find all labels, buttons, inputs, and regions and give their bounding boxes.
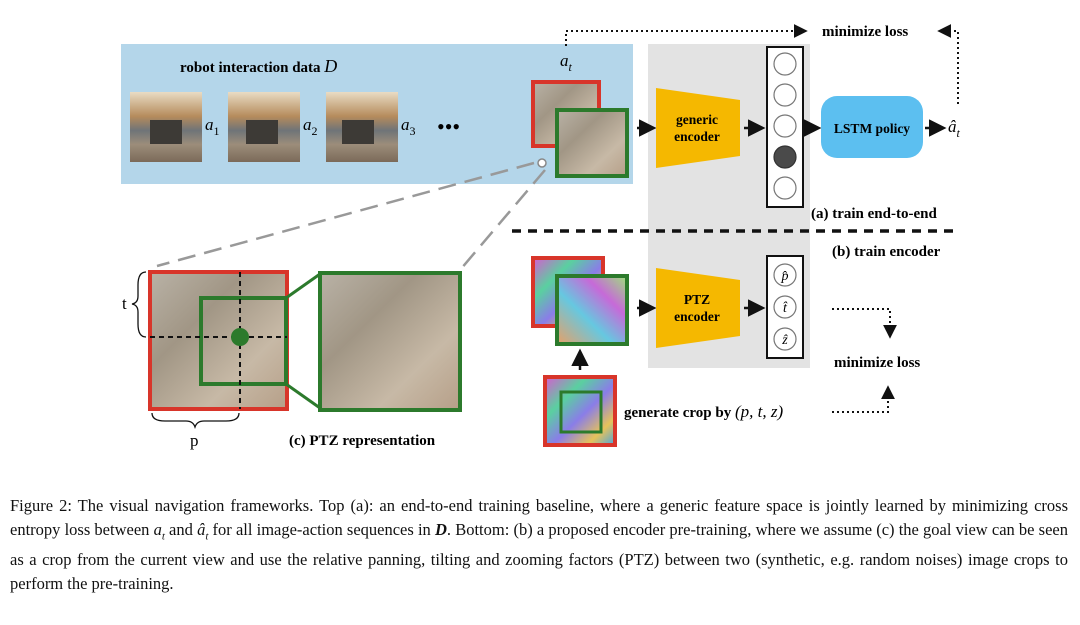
goal-frame-green xyxy=(555,108,629,178)
zoom-connector-top xyxy=(285,272,321,300)
tilt-label: t xyxy=(122,294,127,313)
feature-node-2 xyxy=(773,83,797,107)
zoom-line-left xyxy=(156,161,535,268)
ptz-encoder-trapezoid xyxy=(656,268,740,348)
tilt-brace xyxy=(131,271,147,338)
zoomed-goal-view xyxy=(318,271,462,412)
noise-crop-2 xyxy=(555,274,629,346)
zoom-connector-bottom xyxy=(285,382,321,410)
ptz-node-z xyxy=(773,327,797,351)
feature-node-5 xyxy=(773,176,797,200)
generic-encoder-trapezoid xyxy=(656,88,740,168)
ptz-loss-path-top xyxy=(832,308,897,339)
generic-encoder-label-2: encoder xyxy=(674,129,720,144)
noise-source-image xyxy=(543,375,617,447)
figure-caption: Figure 2: The visual navigation framewor… xyxy=(10,496,1069,593)
ptz-output-p: p̂ xyxy=(781,269,789,284)
ptz-node-t xyxy=(773,295,797,319)
ptz-node-p xyxy=(773,263,797,287)
current-action-label: at xyxy=(560,51,573,74)
ptz-output-z: ẑ xyxy=(781,333,788,348)
action-label-3: a3 xyxy=(401,115,416,138)
goal-crop-large xyxy=(199,296,288,386)
generate-crop-label: generate crop by (p, t, z) xyxy=(624,402,783,421)
ptz-output-t: t̂ xyxy=(783,301,788,316)
kitchen-frame-3 xyxy=(326,92,398,162)
zoom-line-right xyxy=(459,169,546,271)
feature-node-4 xyxy=(773,145,797,169)
ptz-representation-label: (c) PTZ representation xyxy=(289,433,436,449)
zoom-anchor xyxy=(537,158,547,168)
train-end-to-end-label: (a) train end-to-end xyxy=(811,206,937,222)
ptz-encoder-label-2: encoder xyxy=(674,309,720,324)
loss-path-left xyxy=(565,24,808,46)
kitchen-frame-1 xyxy=(130,92,202,162)
noise-source-crop xyxy=(559,390,603,434)
train-encoder-label: (b) train encoder xyxy=(832,244,941,260)
action-label-2: a2 xyxy=(303,115,318,138)
generic-encoder-label: generic xyxy=(676,112,718,127)
lstm-policy-box xyxy=(821,96,923,158)
lstm-policy-label: LSTM policy xyxy=(834,121,910,136)
current-view-large xyxy=(148,270,289,411)
feature-node-3 xyxy=(773,114,797,138)
pan-label: p xyxy=(190,431,199,450)
ptz-encoder-label: PTZ xyxy=(684,292,710,307)
predicted-action-label: ât xyxy=(948,117,961,140)
robot-data-label: robot interaction data D xyxy=(180,56,337,76)
minimize-loss-bottom: minimize loss xyxy=(834,355,920,371)
crop-center-dot xyxy=(231,328,249,346)
ptz-loss-path-bottom xyxy=(832,385,895,413)
minimize-loss-top: minimize loss xyxy=(822,24,908,40)
loss-path-right xyxy=(937,24,959,104)
ellipsis: ••• xyxy=(437,114,460,139)
figure-diagram: robot interaction data D a1 a2 a3 ••• at… xyxy=(121,24,961,450)
pan-brace xyxy=(151,412,240,430)
kitchen-frame-2 xyxy=(228,92,300,162)
feature-node-1 xyxy=(773,52,797,76)
action-label-1: a1 xyxy=(205,115,220,138)
